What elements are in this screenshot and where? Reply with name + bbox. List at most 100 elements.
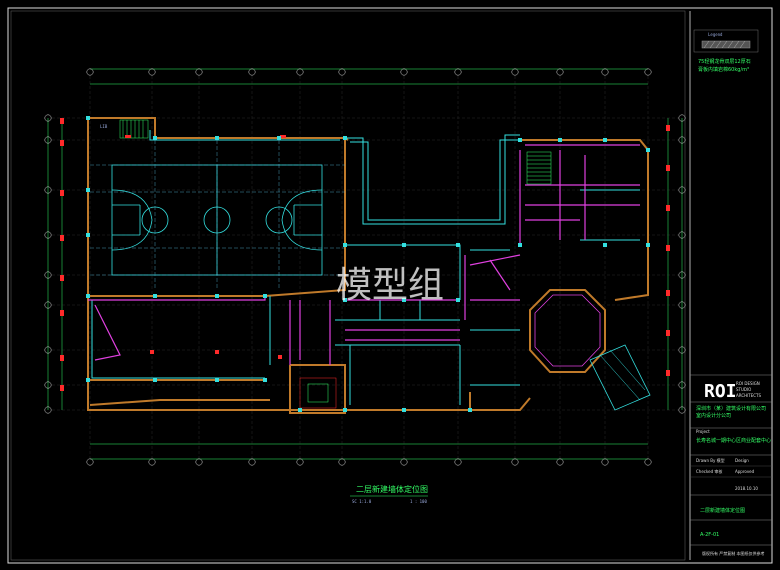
grid-bubble-right bbox=[678, 186, 686, 194]
grid-bubble-right bbox=[678, 231, 686, 239]
drawing-title: 二层新建墙体定位图 bbox=[356, 484, 428, 494]
project-client-2: 室内设计分公司 bbox=[696, 412, 731, 419]
structural-columns bbox=[86, 116, 650, 412]
structural-column bbox=[402, 243, 406, 247]
room-label-lib: LIB bbox=[100, 124, 108, 129]
company-line-2: STUDIO bbox=[736, 387, 751, 392]
company-line-1: ROI DESIGN bbox=[736, 381, 760, 386]
structural-column bbox=[215, 378, 219, 382]
structural-column bbox=[518, 138, 522, 142]
grid-bubble-right bbox=[678, 346, 686, 354]
grid-bubble-bottom bbox=[644, 458, 652, 466]
company-line-3: ARCHITECTS bbox=[736, 393, 762, 398]
grid-bubble-top bbox=[454, 68, 462, 76]
grid-bubble-right bbox=[678, 271, 686, 279]
structural-column bbox=[153, 136, 157, 140]
grid-bubble-top bbox=[601, 68, 609, 76]
grid-bubble-top bbox=[148, 68, 156, 76]
structural-column bbox=[86, 233, 90, 237]
project-name: 长寿名城一期中心区商业配套中心 bbox=[696, 437, 771, 444]
project-client: 深圳市（某）建筑设计有限公司 bbox=[696, 405, 766, 412]
grid-bubble-left bbox=[44, 346, 52, 354]
grid-bubble-top bbox=[248, 68, 256, 76]
legend-block: Legend 75轻钢龙骨双层12厚石 膏板内填岩棉60kg/m³ bbox=[693, 29, 759, 73]
grid-bubble-left bbox=[44, 381, 52, 389]
checked-by: Checked 审核 bbox=[696, 468, 722, 474]
structural-column bbox=[603, 138, 607, 142]
grid-bubble-right bbox=[678, 114, 686, 122]
grid-bubble-bottom bbox=[556, 458, 564, 466]
title-block-footer: 版权所有 严禁复制 本图纸仅供参考 bbox=[702, 550, 765, 556]
new-walls bbox=[88, 144, 640, 365]
grid-bubble-top bbox=[644, 68, 652, 76]
grid-bubble-bottom bbox=[601, 458, 609, 466]
grid-bubble-right bbox=[678, 381, 686, 389]
interior-partitions bbox=[91, 189, 640, 405]
grid-bubble-bottom bbox=[86, 458, 94, 466]
grid-bubble-left bbox=[44, 406, 52, 414]
grid-bubble-top bbox=[296, 68, 304, 76]
legend-hatch-swatch bbox=[701, 40, 751, 49]
court-grid bbox=[90, 140, 345, 290]
grid-bubble-top bbox=[400, 68, 408, 76]
structural-column bbox=[518, 243, 522, 247]
grid-bubbles bbox=[44, 68, 686, 466]
structural-column bbox=[646, 243, 650, 247]
approved-by: Approved bbox=[735, 469, 755, 474]
sheet-title: 二层新建墙体定位图 bbox=[700, 507, 745, 514]
grid-bubble-top bbox=[511, 68, 519, 76]
structural-column bbox=[468, 408, 472, 412]
grid-bubble-bottom bbox=[338, 458, 346, 466]
grid-bubble-left bbox=[44, 136, 52, 144]
octagon-rotunda bbox=[529, 289, 651, 411]
red-markers bbox=[60, 118, 670, 391]
structural-column bbox=[298, 408, 302, 412]
grid-bubble-top bbox=[195, 68, 203, 76]
structural-column bbox=[603, 243, 607, 247]
drawing-scale-left: SC 1:1.0 bbox=[352, 499, 372, 504]
stairs bbox=[119, 119, 552, 409]
drawing-frame-inner bbox=[10, 10, 686, 561]
structural-column bbox=[86, 116, 90, 120]
drawing-scale-right: 1 : 100 bbox=[410, 499, 427, 504]
structural-column bbox=[343, 408, 347, 412]
grid-bubble-left bbox=[44, 186, 52, 194]
grid-bubble-left bbox=[44, 231, 52, 239]
design-field: Design bbox=[735, 458, 749, 463]
grid-bubble-bottom bbox=[400, 458, 408, 466]
structural-column bbox=[456, 243, 460, 247]
structural-column bbox=[558, 138, 562, 142]
title-block: ROI ROI DESIGN STUDIO ARCHITECTS 深圳市（某）建… bbox=[690, 374, 772, 556]
grid-bubble-right bbox=[678, 301, 686, 309]
drawing-date: 2018.10.10 bbox=[735, 486, 758, 491]
watermark-text: 模型组 bbox=[336, 265, 444, 306]
structural-column bbox=[402, 408, 406, 412]
grid-bubble-top bbox=[338, 68, 346, 76]
structural-column bbox=[343, 298, 347, 302]
sheet-number: A-2F-01 bbox=[700, 532, 719, 538]
grid-bubble-bottom bbox=[195, 458, 203, 466]
company-logo: ROI bbox=[704, 381, 737, 402]
structural-column bbox=[153, 378, 157, 382]
legend-header: Legend bbox=[708, 32, 723, 37]
legend-line1: 75轻钢龙骨双层12厚石 bbox=[698, 58, 751, 65]
project-label: Project bbox=[696, 429, 710, 434]
structural-column bbox=[153, 294, 157, 298]
structural-column bbox=[456, 298, 460, 302]
structural-column bbox=[215, 294, 219, 298]
grid-bubble-right bbox=[678, 406, 686, 414]
grid-bubble-top bbox=[556, 68, 564, 76]
corridor-outline bbox=[149, 130, 520, 225]
structural-column bbox=[646, 148, 650, 152]
grid-bubble-bottom bbox=[148, 458, 156, 466]
grid-bubble-left bbox=[44, 114, 52, 122]
legend-line2: 膏板内填岩棉60kg/m³ bbox=[698, 66, 749, 73]
structural-column bbox=[263, 294, 267, 298]
structural-column bbox=[263, 378, 267, 382]
structural-column bbox=[86, 188, 90, 192]
drawing-frame bbox=[7, 7, 773, 564]
structural-column bbox=[215, 136, 219, 140]
grid-bubble-bottom bbox=[296, 458, 304, 466]
grid-bubble-left bbox=[44, 301, 52, 309]
